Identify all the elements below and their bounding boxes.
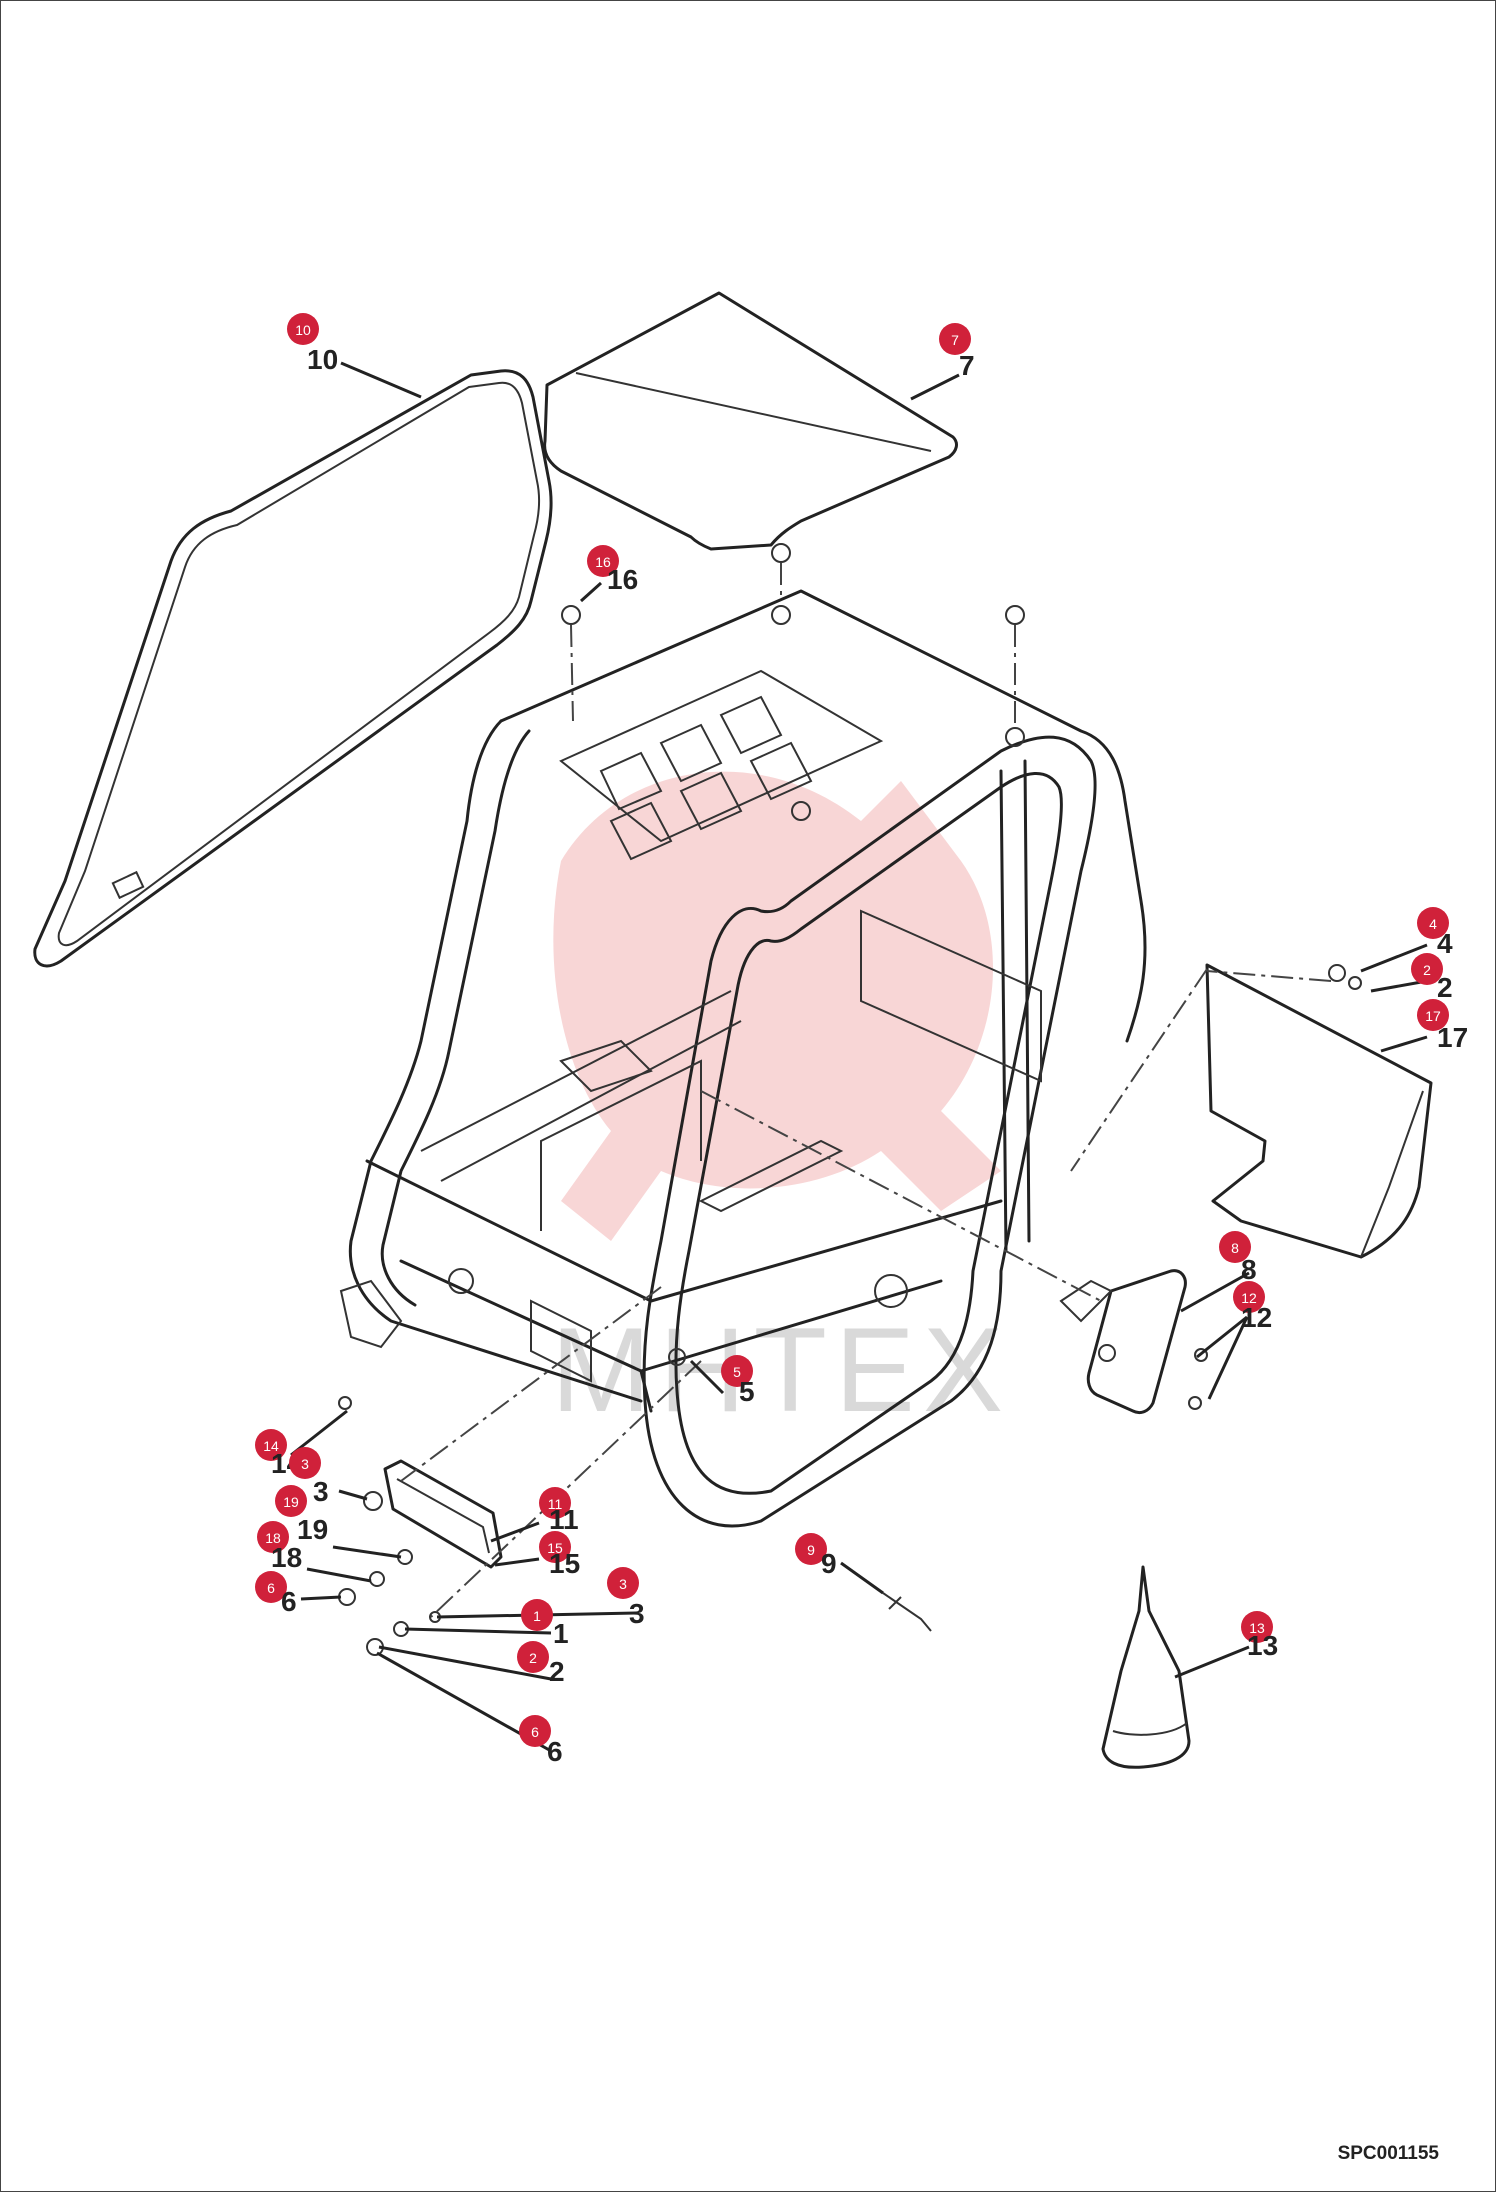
callout-12-label: 12 (1241, 1302, 1272, 1333)
callout-16[interactable]: 16 16 (587, 545, 638, 595)
callout-6-left-badge-text: 6 (267, 1580, 275, 1596)
callout-12-badge-text: 12 (1241, 1290, 1257, 1306)
cover-plate (383, 1459, 503, 1569)
callout-8-badge (1219, 1231, 1251, 1263)
callout-4-badge-text: 4 (1429, 916, 1437, 932)
side-window-glass (33, 369, 553, 968)
watermark-logo (553, 771, 1001, 1241)
callout-17[interactable]: 17 17 (1417, 999, 1468, 1053)
leader-lines (290, 361, 1428, 1753)
callout-13-label: 13 (1247, 1630, 1278, 1661)
callout-8-label: 8 (1241, 1254, 1257, 1285)
callout-17-badge (1417, 999, 1449, 1031)
callout-14-badge-text: 14 (263, 1438, 279, 1454)
callout-19-label: 19 (297, 1514, 328, 1545)
callout-4-label: 4 (1437, 928, 1453, 959)
callout-6-lower[interactable]: 6 6 (519, 1715, 563, 1767)
callout-7[interactable]: 7 7 (939, 323, 975, 381)
callout-13-badge-text: 13 (1249, 1620, 1265, 1636)
callout-8-badge-text: 8 (1231, 1240, 1239, 1256)
callout-3-right-badge (607, 1567, 639, 1599)
callout-2-lower-label: 2 (549, 1656, 565, 1687)
callout-19-badge (275, 1485, 307, 1517)
callout-9-badge (795, 1533, 827, 1565)
callout-6-left-label: 6 (281, 1586, 297, 1617)
callout-18-label: 18 (271, 1542, 302, 1573)
callout-2-upper-label: 2 (1437, 972, 1453, 1003)
callout-9[interactable]: 9 9 (795, 1533, 837, 1579)
callout-3-right[interactable]: 3 3 (607, 1567, 645, 1629)
callout-11-label: 11 (549, 1504, 579, 1535)
callout-3-right-label: 3 (629, 1598, 645, 1629)
callout-2-lower-badge-text: 2 (529, 1650, 537, 1666)
callout-7-badge-text: 7 (951, 332, 959, 348)
callout-2-lower-badge (517, 1641, 549, 1673)
callout-13-badge (1241, 1611, 1273, 1643)
callout-6-lower-badge-text: 6 (531, 1724, 539, 1740)
callout-16-badge (587, 545, 619, 577)
callout-2-upper-badge-text: 2 (1423, 962, 1431, 978)
callout-18-badge-text: 18 (265, 1530, 281, 1546)
callout-4[interactable]: 4 4 (1417, 907, 1453, 959)
callout-11-badge (539, 1487, 571, 1519)
callout-2-lower[interactable]: 2 2 (517, 1641, 565, 1687)
roof-panel (543, 291, 958, 551)
callout-1[interactable]: 1 1 (521, 1599, 569, 1649)
callout-15[interactable]: 15 15 (539, 1531, 580, 1579)
callout-6-lower-label: 6 (547, 1736, 563, 1767)
callout-3-left-label: 3 (313, 1476, 329, 1507)
callout-2-upper[interactable]: 2 2 (1411, 953, 1453, 1003)
callout-19-badge-text: 19 (283, 1494, 299, 1510)
mirror-assembly (1059, 1269, 1187, 1415)
callout-2-upper-badge (1411, 953, 1443, 985)
side-cover-panel (1205, 963, 1433, 1259)
callout-13[interactable]: 13 13 (1241, 1611, 1278, 1661)
callout-6-left-badge (255, 1571, 287, 1603)
callout-1-label: 1 (553, 1618, 569, 1649)
callout-10-label: 10 (307, 344, 338, 375)
callout-15-badge (539, 1531, 571, 1563)
callout-5[interactable]: 5 5 (721, 1355, 755, 1407)
callout-6-lower-badge (519, 1715, 551, 1747)
callout-11[interactable]: 11 11 (539, 1487, 579, 1535)
callout-5-badge-text: 5 (733, 1364, 741, 1380)
callout-3-left-badge (289, 1447, 321, 1479)
callout-12[interactable]: 12 12 (1233, 1281, 1272, 1333)
sealant-tube (1101, 1565, 1191, 1769)
assembly-lines (400, 563, 1332, 1618)
callout-19[interactable]: 19 19 (275, 1485, 328, 1545)
callout-1-badge-text: 1 (533, 1608, 541, 1624)
callout-7-label: 7 (959, 350, 975, 381)
callout-16-label: 16 (607, 564, 638, 595)
callout-10-badge (287, 313, 319, 345)
cab-frame (339, 589, 1147, 1528)
callout-17-badge-text: 17 (1425, 1008, 1441, 1024)
callout-10[interactable]: 10 10 (287, 313, 338, 375)
callout-4-badge (1417, 907, 1449, 939)
callout-12-badge (1233, 1281, 1265, 1313)
callout-3-right-badge-text: 3 (619, 1576, 627, 1592)
callout-17-label: 17 (1437, 1022, 1468, 1053)
callout-15-badge-text: 15 (547, 1540, 563, 1556)
callout-18[interactable]: 18 18 (257, 1521, 302, 1573)
callout-7-badge (939, 323, 971, 355)
callout-11-badge-text: 11 (548, 1496, 563, 1512)
callout-14-badge (255, 1429, 287, 1461)
callout-9-label: 9 (821, 1548, 837, 1579)
callout-3-left[interactable]: 3 3 (289, 1447, 329, 1507)
callout-18-badge (257, 1521, 289, 1553)
callout-3-left-badge-text: 3 (301, 1456, 309, 1472)
callout-16-badge-text: 16 (595, 554, 611, 570)
callout-5-badge (721, 1355, 753, 1387)
drawing-reference-code: SPC001155 (1337, 2143, 1439, 2164)
callout-6-left[interactable]: 6 6 (255, 1571, 297, 1617)
callout-8[interactable]: 8 8 (1219, 1231, 1257, 1285)
callout-5-label: 5 (739, 1376, 755, 1407)
callout-10-badge-text: 10 (295, 322, 311, 338)
callout-9-badge-text: 9 (807, 1542, 815, 1558)
callout-1-badge (521, 1599, 553, 1631)
callout-15-label: 15 (549, 1548, 580, 1579)
